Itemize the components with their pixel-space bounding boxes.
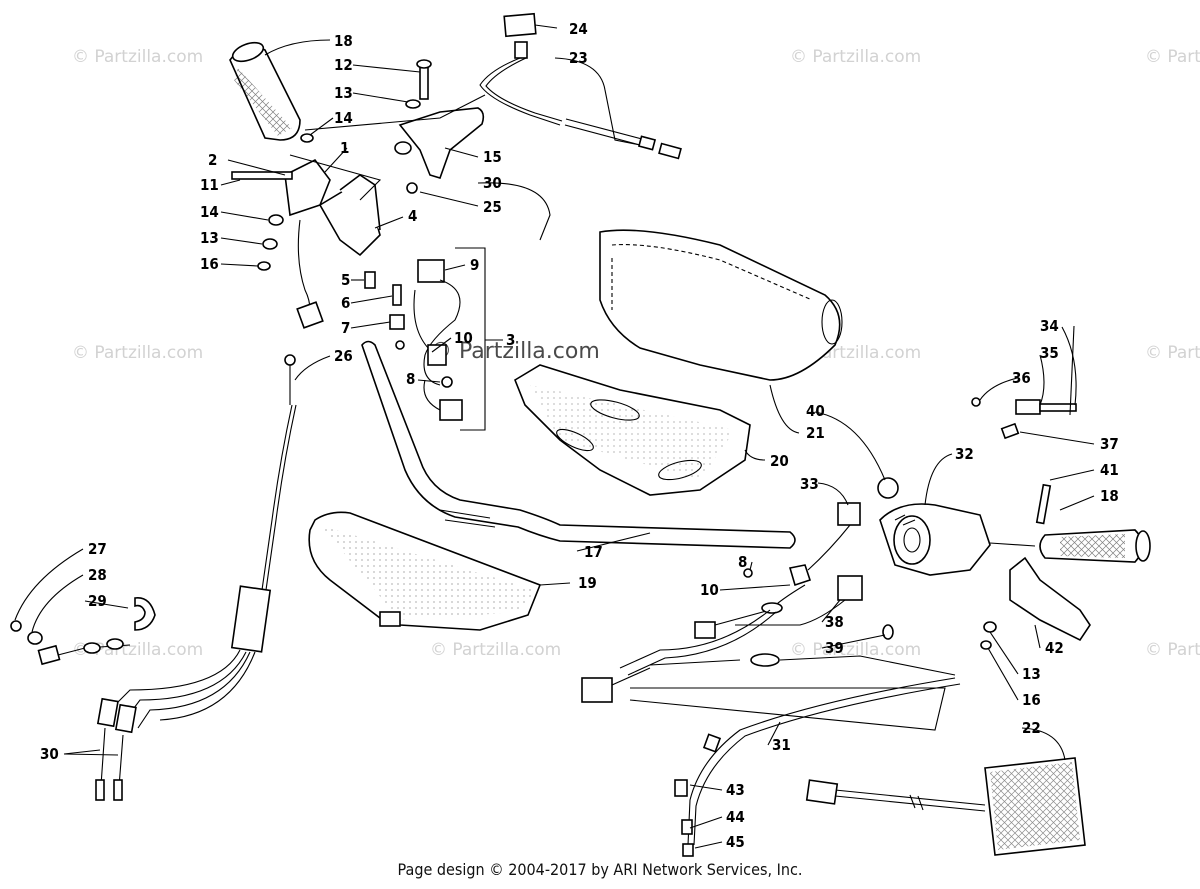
callout-40: 39 — [825, 639, 844, 657]
callout-18: 18 — [1100, 487, 1119, 505]
callout-25: 25 — [483, 198, 502, 216]
callout-12: 12 — [334, 56, 353, 74]
callout-46: 45 — [726, 833, 745, 851]
callout-6: 6 — [341, 294, 350, 312]
watermark: © Partzilla.com — [430, 640, 561, 660]
callout-15: 15 — [483, 148, 502, 166]
callout-16: 16 — [200, 255, 219, 273]
watermark: © Partzilla.com — [72, 343, 203, 363]
callout-21: 21 — [806, 424, 825, 442]
bracket-parts — [971, 397, 1077, 440]
group-brackets — [289, 94, 946, 731]
handlebar-cover — [599, 229, 843, 381]
callout-23: 23 — [569, 49, 588, 67]
watermark: © Partzilla.com — [72, 47, 203, 67]
heater-pad — [805, 757, 1086, 856]
brake-lever-left — [394, 107, 485, 194]
callout-10: 10 — [454, 329, 473, 347]
callout-38: 37 — [1100, 435, 1119, 453]
leader-lines — [14, 24, 1095, 849]
watermark: © Partzilla.com — [790, 47, 921, 67]
callout-20: 20 — [770, 452, 789, 470]
callout-42: 41 — [1100, 461, 1119, 479]
callout-29: 29 — [88, 592, 107, 610]
callout-19: 19 — [578, 574, 597, 592]
callout-11: 11 — [200, 176, 219, 194]
watermark: © Partzilla.com — [1145, 640, 1200, 660]
callout-9: 9 — [470, 256, 479, 274]
switch-harness — [364, 259, 463, 421]
watermark: © Partzilla.com — [790, 640, 921, 660]
callout-8: 8 — [738, 553, 747, 571]
bolt-right — [1035, 483, 1052, 525]
right-harness — [581, 502, 956, 703]
callout-2: 2 — [208, 151, 217, 169]
callout-14: 14 — [200, 203, 219, 221]
callout-14: 14 — [334, 109, 353, 127]
callout-26: 26 — [334, 347, 353, 365]
callout-24: 24 — [569, 20, 588, 38]
heater-cable — [674, 677, 961, 857]
cable-end-parts — [10, 597, 156, 666]
callout-33: 32 — [955, 445, 974, 463]
callout-30: 30 — [40, 745, 59, 763]
callout-31: 30 — [483, 174, 502, 192]
callout-13: 13 — [200, 229, 219, 247]
watermark-center: © Partzilla.com — [430, 339, 600, 364]
footer-copyright: Page design © 2004-2017 by ARI Network S… — [397, 860, 803, 879]
right-grip — [989, 529, 1151, 563]
callout-27: 27 — [88, 540, 107, 558]
callout-13: 13 — [334, 84, 353, 102]
parts — [10, 12, 1151, 857]
callout-43: 42 — [1045, 639, 1064, 657]
callout-4: 4 — [408, 207, 417, 225]
callout-7: 7 — [341, 319, 350, 337]
handlebar-pad — [514, 364, 751, 496]
callout-41: 40 — [806, 402, 825, 420]
callout-18: 18 — [334, 32, 353, 50]
callout-32: 31 — [772, 736, 791, 754]
callout-1: 1 — [340, 139, 349, 157]
callout-13: 13 — [1022, 665, 1041, 683]
right-switch-housing — [877, 477, 991, 576]
callout-39: 38 — [825, 613, 844, 631]
callout-5: 5 — [341, 271, 350, 289]
callout-28: 28 — [88, 566, 107, 584]
watermark: © Partzilla.com — [1145, 343, 1200, 363]
callout-37: 36 — [1012, 369, 1031, 387]
thumb-warmer — [479, 12, 682, 160]
watermarks: © Partzilla.com © Partzilla.com © Partzi… — [72, 47, 1200, 660]
left-grip — [229, 41, 301, 141]
callout-16: 16 — [1022, 691, 1041, 709]
callout-17: 17 — [584, 543, 603, 561]
throttle-cable — [95, 354, 297, 801]
lower-pad — [308, 511, 542, 631]
callout-35: 34 — [1040, 317, 1059, 335]
callout-34: 33 — [800, 475, 819, 493]
bolt-top — [300, 59, 432, 143]
callout-8: 8 — [406, 370, 415, 388]
callout-10: 10 — [700, 581, 719, 599]
callout-22: 22 — [1022, 719, 1041, 737]
watermark: © Partzilla.com — [1145, 47, 1200, 67]
watermark: © Partzilla.com — [72, 640, 203, 660]
throttle-housing — [231, 158, 381, 329]
callout-44: 43 — [726, 781, 745, 799]
brake-lever-right — [980, 556, 1091, 650]
callout-45: 44 — [726, 808, 745, 826]
callout-36: 35 — [1040, 344, 1059, 362]
handlebar — [361, 340, 796, 549]
callout-labels: 18 24 23 12 13 14 1 2 15 11 30 25 14 4 1… — [40, 20, 1119, 851]
callout-3: 3 — [506, 331, 515, 349]
